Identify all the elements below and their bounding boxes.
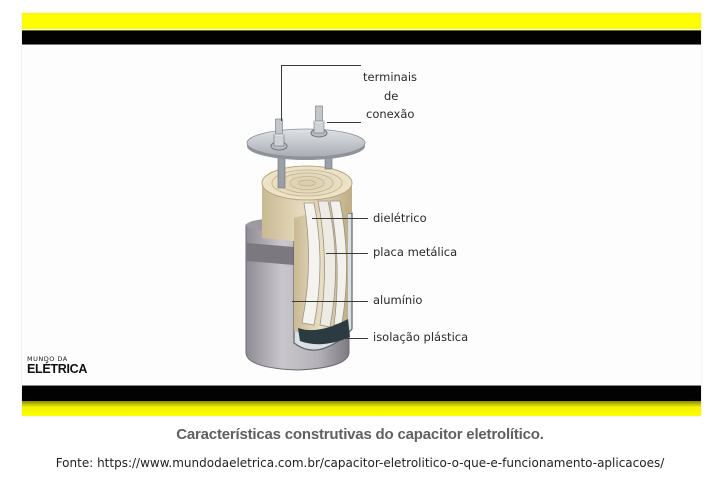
label-terminals-line2: de xyxy=(384,89,399,103)
label-aluminum: alumínio xyxy=(373,293,423,307)
label-plastic-insulation: isolação plástica xyxy=(373,330,469,344)
bottom-black-bar xyxy=(22,385,701,402)
logo-top-text: MUNDO DA xyxy=(27,355,68,363)
top-yellow-bar xyxy=(22,13,701,29)
capacitor-illustration xyxy=(245,105,366,371)
figure-caption: Características construtivas do capacito… xyxy=(176,426,544,443)
label-metal-plate: placa metálica xyxy=(373,245,458,259)
leader-terminals-top xyxy=(281,65,361,66)
leader-metal-plate xyxy=(326,253,368,254)
leader-aluminum xyxy=(292,301,368,302)
label-terminals-line3: conexão xyxy=(366,107,415,121)
bottom-yellow-bar xyxy=(22,401,701,416)
leader-terminals-vertical xyxy=(281,65,282,121)
top-black-bar xyxy=(22,30,701,45)
leader-dielectric xyxy=(312,218,368,219)
figure-image: terminais de conexão dielétrico placa me… xyxy=(22,13,701,416)
figure-source: Fonte: https://www.mundodaeletrica.com.b… xyxy=(55,456,665,470)
leader-terminals-bottom xyxy=(327,122,361,123)
logo: MUNDO DA ELÉTRICA xyxy=(27,355,87,376)
label-dielectric: dielétrico xyxy=(373,211,427,225)
logo-main-text: ELÉTRICA xyxy=(27,362,88,376)
leader-plastic-insulation xyxy=(345,338,368,339)
label-terminals-line1: terminais xyxy=(363,70,418,84)
